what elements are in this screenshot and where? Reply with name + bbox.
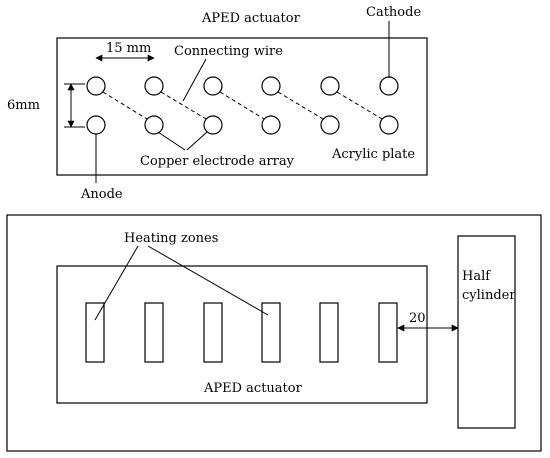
electrode-top-4 <box>261 76 281 96</box>
electrode-bottom-4 <box>261 115 281 135</box>
heating-zone-1 <box>85 302 105 363</box>
copper-leader-left <box>157 131 186 151</box>
copper-array-label: Copper electrode array <box>140 154 295 169</box>
anode-label: Anode <box>80 187 123 202</box>
heating-zone-5 <box>319 302 339 363</box>
cathode-label: Cathode <box>366 5 421 20</box>
wire-2 <box>160 91 207 120</box>
outer-frame <box>6 214 542 452</box>
electrode-top-5 <box>320 76 340 96</box>
electrode-top-6 <box>379 76 399 96</box>
electrode-bottom-5 <box>320 115 340 135</box>
electrode-bottom-3 <box>203 115 223 135</box>
top-title: APED actuator <box>201 11 301 26</box>
electrode-top-1 <box>86 76 106 96</box>
connecting-wire-label: Connecting wire <box>174 44 283 59</box>
heating-zone-3 <box>203 302 223 363</box>
connecting-wire-leader <box>182 58 207 102</box>
electrode-bottom-2 <box>144 115 164 135</box>
wire-1 <box>102 91 148 120</box>
acrylic-label: Acrylic plate <box>331 147 415 162</box>
half-cylinder-label-1: Half <box>462 269 491 284</box>
heating-zone-6 <box>378 302 398 363</box>
heating-zone-2 <box>144 302 164 363</box>
electrode-bottom-6 <box>379 115 399 135</box>
half-cylinder-label-2: cylinder <box>462 288 516 303</box>
electrode-bottom-1 <box>86 115 106 135</box>
copper-leader-right <box>186 131 208 151</box>
gap-label: 6mm <box>7 98 40 113</box>
heating-zone-4 <box>261 302 281 363</box>
heating-leader-left <box>94 245 139 321</box>
spacing-label: 15 mm <box>106 41 151 56</box>
aped-actuator-plate <box>56 265 428 404</box>
heating-leader-right <box>147 245 269 316</box>
electrode-top-2 <box>144 76 164 96</box>
distance-label: 20 <box>409 311 426 326</box>
aped-label-bottom: APED actuator <box>203 381 303 396</box>
heating-zones-label: Heating zones <box>124 231 218 246</box>
acrylic-plate <box>56 37 428 176</box>
wire-3 <box>219 91 265 120</box>
electrode-top-3 <box>203 76 223 96</box>
wire-4 <box>277 91 324 120</box>
half-cylinder <box>457 235 516 429</box>
wire-5 <box>336 91 383 120</box>
